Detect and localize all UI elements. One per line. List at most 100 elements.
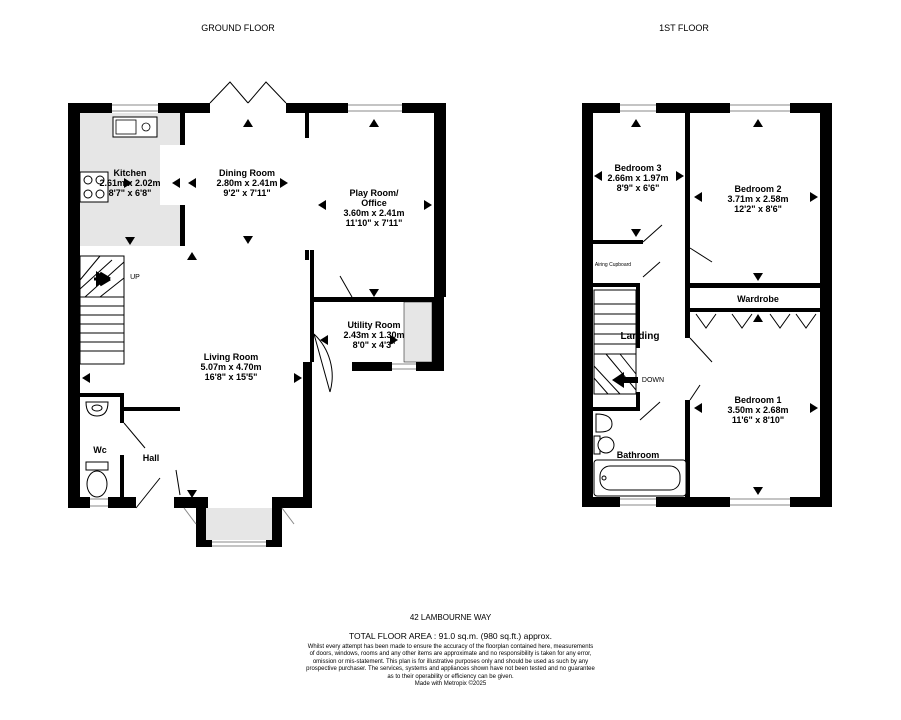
wall: [432, 297, 444, 370]
kitchen-name: Kitchen: [113, 168, 146, 178]
bedroom3-imperial: 8'9" x 6'6": [617, 183, 660, 193]
wall: [685, 283, 820, 288]
wc-toilet-cistern: [85, 461, 109, 471]
bedroom2-metric: 3.71m x 2.58m: [727, 194, 788, 204]
utility-imperial: 8'0" x 4'3": [353, 340, 396, 350]
wall: [120, 393, 124, 423]
total-floor-area: TOTAL FLOOR AREA : 91.0 sq.m. (980 sq.ft…: [349, 631, 552, 641]
ground-floor-plan: [68, 81, 446, 547]
wardrobe-doors: [695, 313, 817, 329]
bedroom3-name: Bedroom 3: [614, 163, 661, 173]
stairs-up: [79, 255, 125, 365]
wall: [434, 103, 446, 297]
utility-name: Utility Room: [348, 320, 401, 330]
wardrobe-name: Wardrobe: [737, 294, 779, 304]
wall: [352, 297, 444, 302]
wall: [820, 103, 832, 507]
wall: [305, 113, 309, 138]
bedroom2-name: Bedroom 2: [734, 184, 781, 194]
disclaimer-line: of doors, windows, rooms and any other i…: [309, 651, 592, 658]
wall: [174, 497, 208, 508]
wall: [636, 283, 640, 348]
stairs-arrow-icon: [96, 271, 108, 287]
wall: [303, 362, 312, 504]
wall: [593, 407, 638, 411]
dining-name: Dining Room: [219, 168, 275, 178]
wall: [685, 288, 690, 338]
wall: [416, 362, 444, 371]
bay-window-seat: [206, 508, 272, 540]
wall: [68, 103, 80, 508]
wall: [68, 497, 90, 508]
wall: [120, 455, 124, 497]
stairs-down: [593, 289, 637, 395]
disclaimer-line: prospective purchaser. The services, sys…: [306, 666, 595, 673]
stairs-up-label: UP: [130, 274, 140, 281]
wall: [180, 113, 185, 145]
disclaimer: Whilst every attempt has been made to en…: [0, 644, 901, 688]
wall: [790, 103, 832, 113]
bedroom3-metric: 2.66m x 1.97m: [607, 173, 668, 183]
bay-wall: [272, 508, 282, 546]
kitchen-worktop: [80, 113, 180, 246]
utility-metric: 2.43m x 1.30m: [343, 330, 404, 340]
wall: [685, 400, 690, 497]
wall: [310, 297, 352, 302]
playroom-name-2: Office: [361, 198, 387, 208]
wall: [272, 497, 312, 508]
wall: [690, 308, 820, 312]
bedroom1-imperial: 11'6" x 8'10": [732, 415, 784, 425]
wall: [68, 103, 112, 113]
bath-toilet-bowl: [597, 436, 615, 454]
kitchen-metric: 2.61m x 2.02m: [99, 178, 160, 188]
hall-name: Hall: [143, 453, 160, 463]
wall: [305, 250, 309, 260]
kitchen-imperial: 8'7" x 6'8": [109, 188, 152, 198]
disclaimer-line: Made with Metropix ©2025: [414, 681, 487, 688]
playroom-metric: 3.60m x 2.41m: [343, 208, 404, 218]
bedroom2-imperial: 12'2" x 8'6": [734, 204, 782, 214]
disclaimer-line: as to their operability or efficiency ca…: [387, 673, 514, 680]
first-floor-title: 1ST FLOOR: [659, 23, 709, 33]
wall: [310, 250, 314, 302]
dining-imperial: 9'2" x 7'11": [223, 188, 270, 198]
kitchen-sink: [112, 116, 158, 138]
bedroom1-metric: 3.50m x 2.68m: [727, 405, 788, 415]
bathroom-name: Bathroom: [617, 450, 660, 460]
bay-wall: [196, 540, 212, 547]
wall: [80, 393, 120, 397]
airing-cupboard-name: Airing Cupboard: [595, 262, 631, 268]
wc-name: Wc: [93, 445, 107, 455]
wall: [656, 497, 730, 507]
wall: [790, 497, 832, 507]
bay-wall: [266, 540, 282, 547]
wall: [656, 103, 730, 113]
first-floor-plan: [582, 103, 832, 507]
wc-toilet-bowl: [86, 470, 108, 498]
stairs-down-arrow-icon: [612, 372, 624, 388]
wall: [402, 103, 446, 113]
wall: [582, 103, 620, 113]
wall: [685, 113, 690, 283]
bedroom1-name: Bedroom 1: [734, 395, 781, 405]
bath-basin: [595, 413, 613, 433]
wall: [180, 205, 185, 246]
wall: [636, 392, 640, 411]
wall: [310, 302, 314, 362]
wall: [582, 103, 593, 507]
bay-wall: [196, 508, 206, 546]
living-name: Living Room: [204, 352, 259, 362]
utility-worktop: [403, 301, 433, 363]
french-doors: [209, 81, 287, 104]
disclaimer-line: Whilst every attempt has been made to en…: [307, 644, 594, 650]
disclaimer-line: omission or mis-statement. This plan is …: [312, 658, 589, 665]
wall: [158, 103, 210, 113]
address: 42 LAMBOURNE WAY: [409, 613, 492, 622]
landing-name: Landing: [621, 331, 660, 342]
playroom-imperial: 11'10" x 7'11": [346, 218, 403, 228]
wall: [582, 497, 620, 507]
wall: [108, 497, 136, 508]
dining-metric: 2.80m x 2.41m: [216, 178, 277, 188]
living-imperial: 16'8" x 15'5": [205, 372, 258, 382]
